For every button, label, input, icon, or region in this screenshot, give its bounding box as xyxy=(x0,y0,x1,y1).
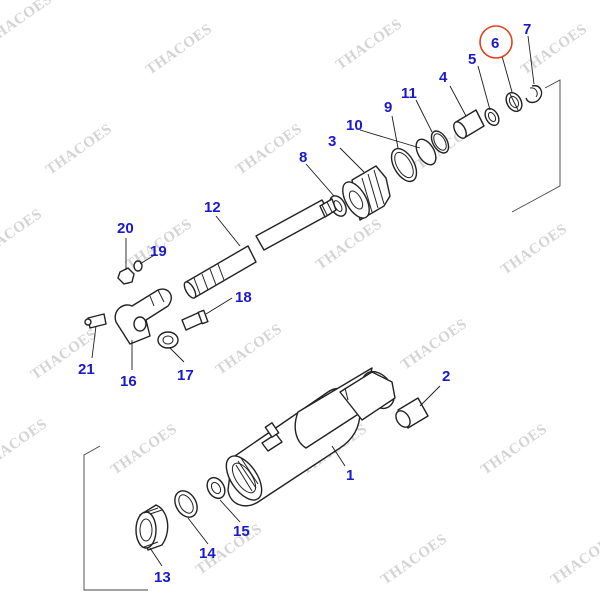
watermark: THACOES xyxy=(0,0,55,48)
callout-7: 7 xyxy=(523,21,531,38)
assembly-frame-lines xyxy=(83,79,561,591)
callout-19: 19 xyxy=(150,243,167,260)
part-7-snap-ring xyxy=(525,84,543,104)
callout-17: 17 xyxy=(177,367,194,384)
callout-14: 14 xyxy=(199,545,216,562)
watermark: THACOES xyxy=(378,531,450,588)
callout-9: 9 xyxy=(384,99,392,116)
part-18-bolt xyxy=(181,309,209,331)
part-15-nut xyxy=(206,476,226,500)
part-10-ring xyxy=(415,138,437,166)
callout-3: 3 xyxy=(328,133,336,150)
callout-12: 12 xyxy=(204,199,221,216)
watermark: THACOES xyxy=(233,121,305,178)
watermark: THACOES xyxy=(143,21,215,78)
callout-10: 10 xyxy=(346,117,363,134)
part-1-cylinder-body xyxy=(225,367,396,507)
callout-labels: 1 2 3 4 5 6 7 8 9 10 11 12 13 14 15 16 1… xyxy=(78,21,531,586)
leader-lines xyxy=(91,35,535,567)
part-17-bushing xyxy=(157,331,179,349)
watermark: THACOES xyxy=(108,421,180,478)
part-19-washer xyxy=(133,260,143,272)
highlight-circle xyxy=(479,25,513,59)
part-14-ring xyxy=(174,490,198,518)
watermark: THACOES xyxy=(478,421,550,478)
callout-5: 5 xyxy=(468,51,476,68)
watermark: THACOES xyxy=(213,321,285,378)
callout-2: 2 xyxy=(442,368,450,385)
part-13-gland xyxy=(135,504,169,551)
part-12-piston-rod xyxy=(183,198,337,299)
watermark: THACOES xyxy=(313,216,385,273)
part-3-piston xyxy=(342,165,391,221)
callout-6: 6 xyxy=(491,35,499,52)
watermark: THACOES xyxy=(398,316,470,373)
callout-4: 4 xyxy=(439,69,448,86)
part-16-rod-end xyxy=(114,288,172,345)
watermark: THACOES xyxy=(43,121,115,178)
callout-13: 13 xyxy=(154,569,171,586)
watermark: THACOES xyxy=(0,206,45,263)
callout-20: 20 xyxy=(117,220,134,237)
callout-18: 18 xyxy=(235,289,252,306)
callout-8: 8 xyxy=(299,149,307,166)
callout-1: 1 xyxy=(346,467,354,484)
callout-16: 16 xyxy=(120,373,137,390)
callout-21: 21 xyxy=(78,361,95,378)
watermark: THACOES xyxy=(548,531,600,588)
watermark: THACOES xyxy=(0,416,50,473)
part-4-collar xyxy=(453,109,485,139)
part-21-grease-fitting xyxy=(84,313,107,329)
watermark: THACOES xyxy=(498,221,570,278)
part-5-ring xyxy=(484,107,500,127)
callout-11: 11 xyxy=(401,85,417,102)
part-9-seal-ring xyxy=(390,147,418,183)
part-11-wear-ring xyxy=(430,130,450,154)
part-6-nut xyxy=(505,91,523,113)
part-20-nut xyxy=(117,267,135,285)
callout-15: 15 xyxy=(233,523,250,540)
watermark: THACOES xyxy=(333,16,405,73)
